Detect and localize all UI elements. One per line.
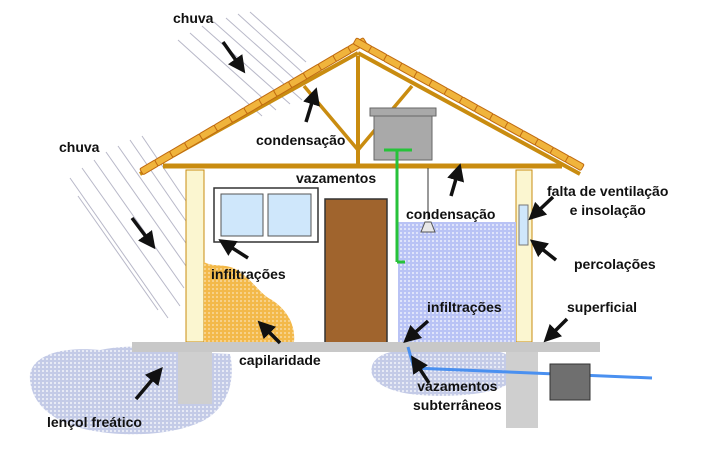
arrow-falta-ventilacao bbox=[528, 195, 555, 221]
arrow-condensacao-roof bbox=[303, 87, 320, 123]
label-capilaridade: capilaridade bbox=[239, 352, 321, 368]
label-falta-line1: falta de ventilação bbox=[547, 183, 669, 199]
green-water-pipe bbox=[384, 148, 412, 264]
window bbox=[213, 187, 319, 243]
roof-tiles bbox=[139, 37, 585, 175]
roof-tile bbox=[565, 155, 585, 171]
water-tank bbox=[369, 107, 437, 161]
rafter-right bbox=[357, 51, 581, 176]
interior-water-leak bbox=[398, 222, 516, 342]
arrow-chuva-top bbox=[221, 40, 246, 74]
arrow-infiltracoes-window bbox=[218, 239, 249, 260]
right-wall bbox=[515, 169, 533, 343]
inspection-box bbox=[549, 363, 591, 401]
label-infiltracoes-window: infiltrações bbox=[211, 266, 286, 282]
label-vazamentos: vazamentos bbox=[296, 170, 377, 186]
rain-streaks-left bbox=[69, 135, 189, 319]
indicator-arrows bbox=[130, 40, 569, 401]
ventilation-window bbox=[518, 204, 529, 246]
arrow-chuva-left bbox=[130, 216, 156, 250]
ground-slab bbox=[132, 342, 600, 352]
label-chuva-top: chuva bbox=[173, 10, 214, 26]
label-infiltracoes-floor: infiltrações bbox=[427, 299, 502, 315]
arrow-capilaridade bbox=[257, 320, 282, 345]
arrow-condensacao-ceiling bbox=[447, 163, 465, 197]
arrow-infiltracoes-floor bbox=[403, 319, 430, 344]
label-vazamentos-subterraneos: vazamentos subterrâneos bbox=[413, 377, 502, 415]
label-vazamentos-sub-line1: vazamentos bbox=[417, 378, 498, 394]
arrow-lencol bbox=[134, 367, 163, 401]
left-wall bbox=[185, 169, 205, 343]
arrow-superficial bbox=[543, 317, 569, 343]
arrow-percolacoes bbox=[529, 239, 558, 262]
foundation-left bbox=[178, 352, 212, 404]
underground-leak-blob bbox=[371, 350, 515, 396]
door bbox=[324, 198, 388, 344]
label-falta-ventilacao: falta de ventilação e insolação bbox=[547, 182, 668, 220]
arrow-vazamentos-sub bbox=[411, 355, 431, 384]
label-superficial: superficial bbox=[567, 299, 638, 315]
rain-streaks-top bbox=[177, 11, 307, 117]
foundation-right bbox=[506, 352, 538, 428]
label-falta-line2: e insolação bbox=[569, 202, 646, 218]
label-condensacao-roof: condensação bbox=[256, 132, 346, 148]
label-condensacao-ceiling: condensação bbox=[406, 206, 496, 222]
label-percolacoes: percolações bbox=[574, 256, 656, 272]
label-chuva-left: chuva bbox=[59, 139, 100, 155]
label-lencol-freatico: lençol freático bbox=[47, 414, 142, 430]
label-vazamentos-sub-line2: subterrâneos bbox=[413, 397, 502, 413]
ceiling-lamp bbox=[420, 168, 436, 233]
